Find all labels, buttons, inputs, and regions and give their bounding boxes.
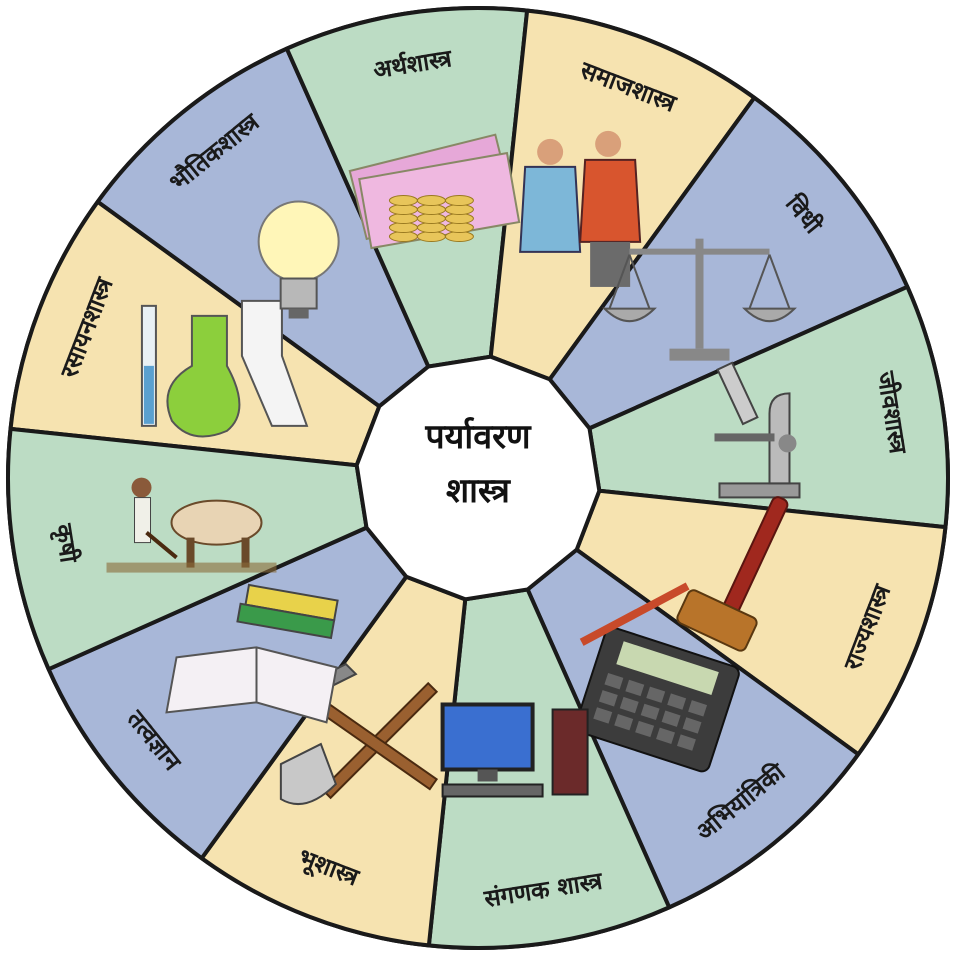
gavel-icon xyxy=(676,496,789,652)
people-talking-icon xyxy=(519,130,642,287)
balance-scale-icon xyxy=(602,238,797,361)
calculator-icon xyxy=(574,582,740,773)
computer-icon xyxy=(440,702,589,798)
center-hub: पर्यावरण शास्त्र xyxy=(354,354,602,602)
light-bulb-icon xyxy=(257,200,340,319)
chemistry-flasks-icon xyxy=(140,299,309,438)
center-title-line1: पर्यावरण xyxy=(424,416,532,457)
center-dodecagon xyxy=(354,354,602,602)
farmer-ox-plough-icon xyxy=(106,477,277,573)
money-coins-icon xyxy=(348,133,521,250)
microscope-icon xyxy=(714,361,801,499)
books-icon xyxy=(165,583,339,724)
center-title-line2: शास्त्र xyxy=(446,471,511,511)
